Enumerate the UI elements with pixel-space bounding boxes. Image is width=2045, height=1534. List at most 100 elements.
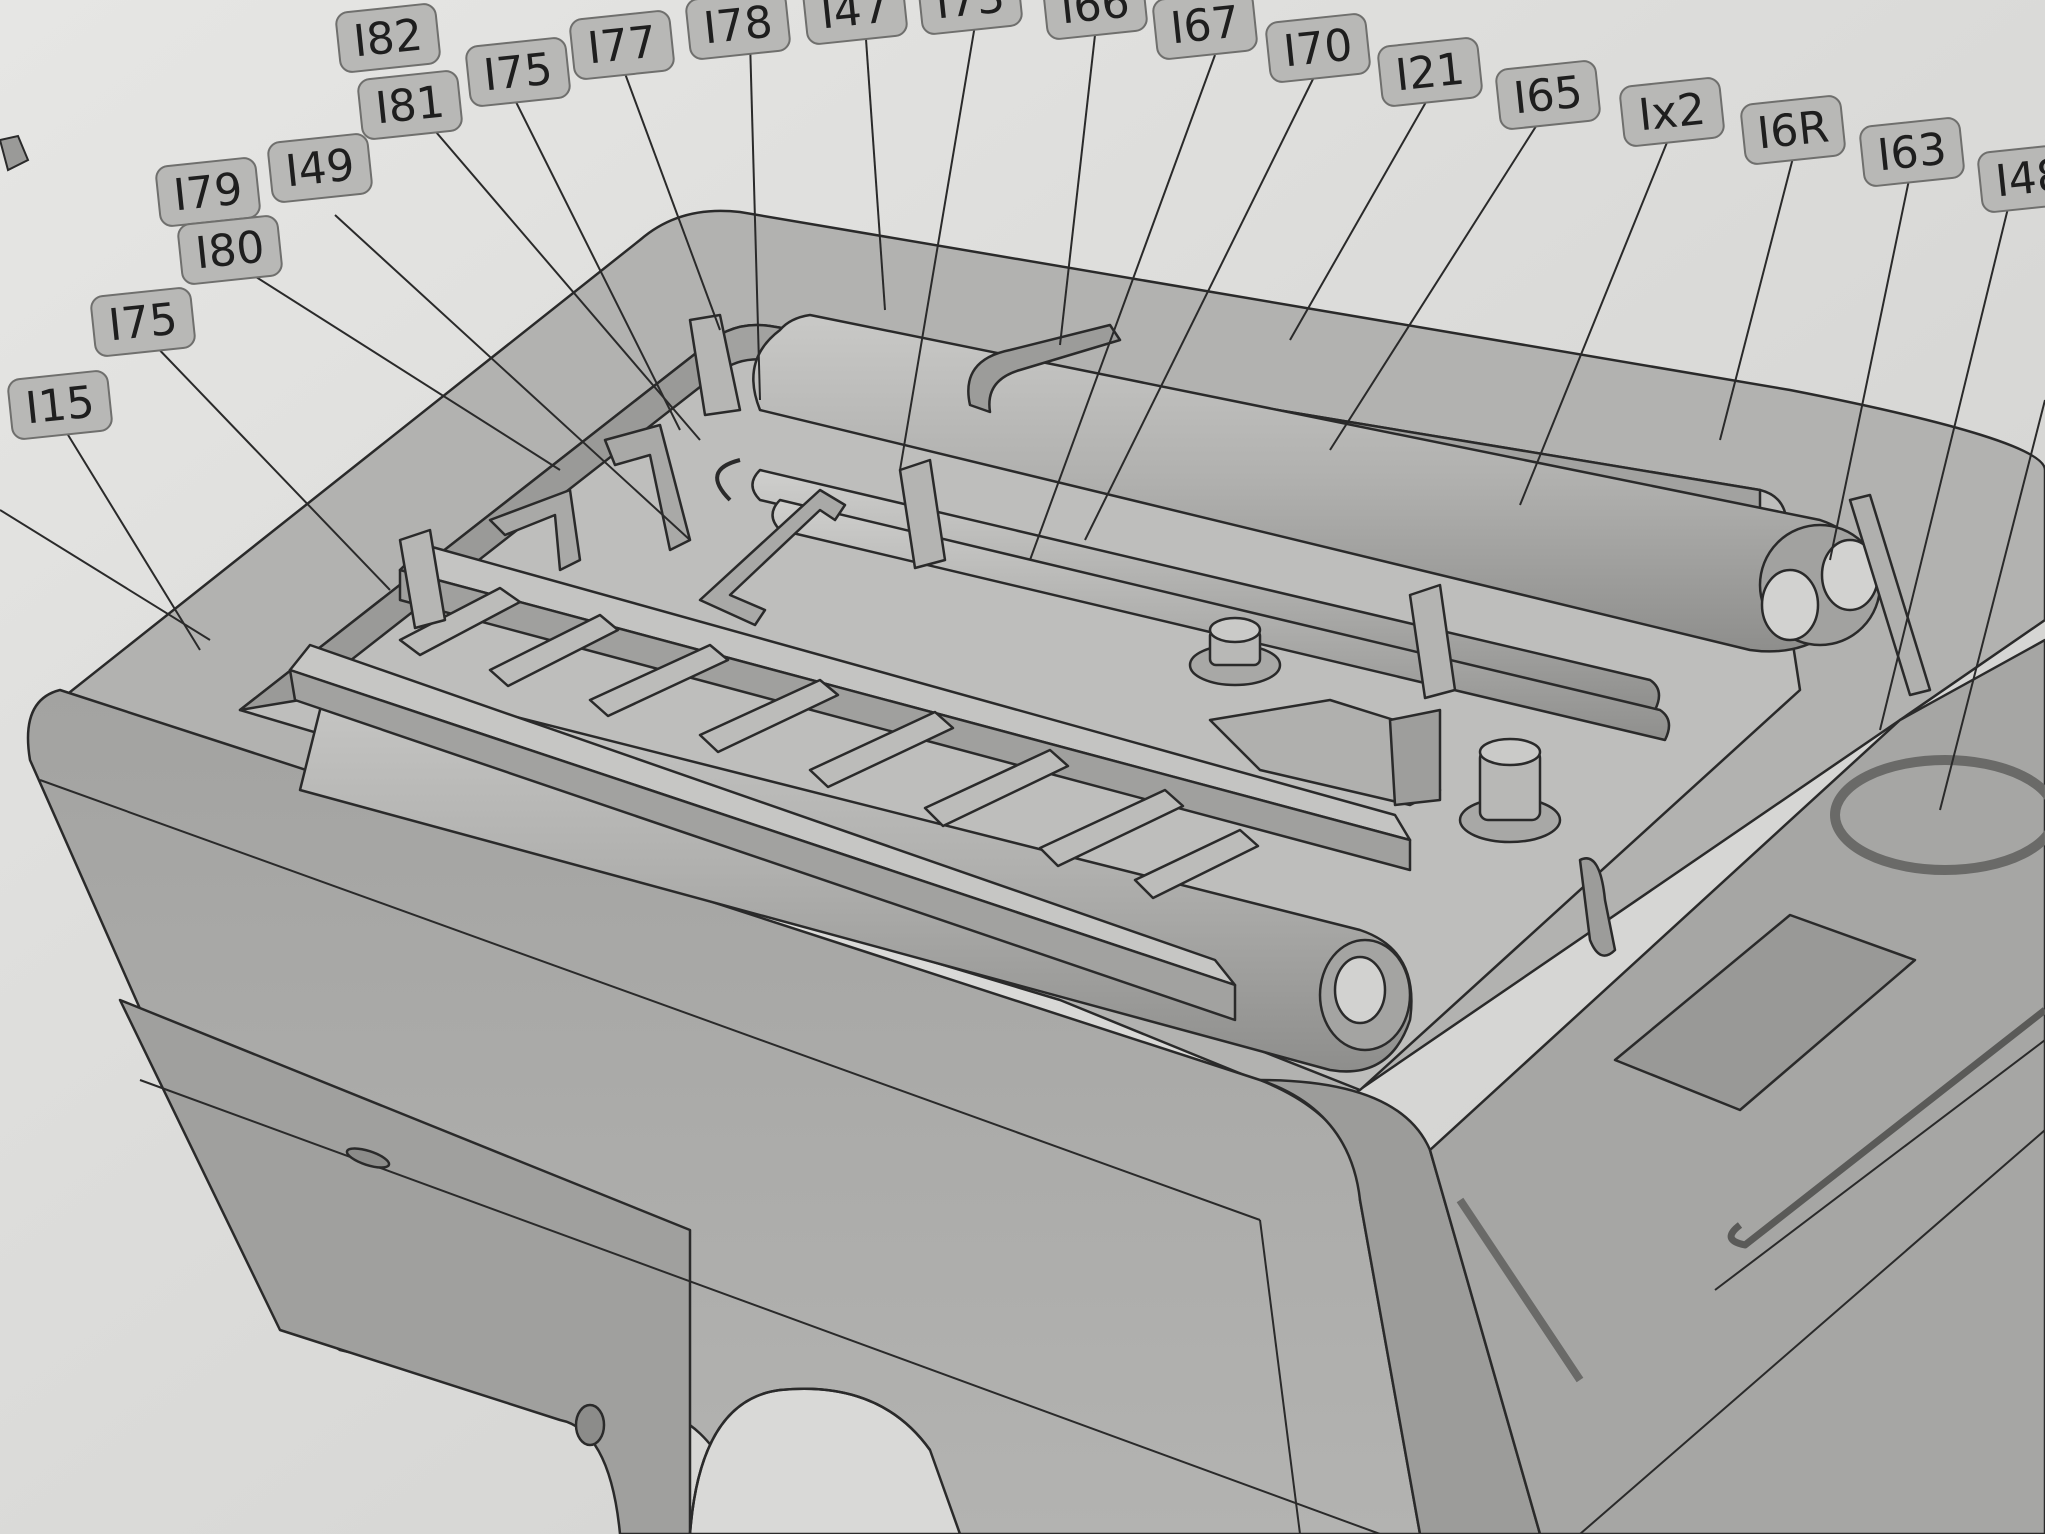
callout-tag-text: I15 xyxy=(23,377,97,435)
callout-tag-text: I21 xyxy=(1393,44,1467,102)
grab-handle xyxy=(1727,1007,2045,1249)
filler-cap-lower-top xyxy=(1478,737,1542,767)
callout-tag-text: I65 xyxy=(1511,67,1585,125)
callout-tag: I48 xyxy=(1977,143,2045,213)
callout-tag-text: I67 xyxy=(1168,0,1242,54)
front-tank-hole xyxy=(1333,955,1387,1025)
floor-slot xyxy=(1578,857,1617,957)
callout-tag-box xyxy=(1265,13,1371,83)
partial-part-top-left xyxy=(0,134,30,172)
callout-tag: I75 xyxy=(90,287,196,357)
ladder-rung-7 xyxy=(1038,788,1185,868)
pump-box xyxy=(1388,708,1442,807)
callout-tag-box xyxy=(1740,95,1846,165)
callout-tag-text: I6R xyxy=(1755,101,1831,159)
callout-tag-text: I75 xyxy=(106,294,180,352)
callout-tag-text: I47 xyxy=(818,0,892,39)
ladder-rung-8 xyxy=(1133,828,1260,900)
callout-tag-text: I63 xyxy=(1875,124,1949,182)
tank-support-post xyxy=(1848,493,1932,697)
callout-tag: Ix2 xyxy=(1619,77,1725,147)
callout-tag: I78 xyxy=(685,0,791,60)
callout-tag-box xyxy=(90,287,196,357)
filler-cap-upper-top xyxy=(1208,616,1262,644)
ladder-rail-front-side xyxy=(288,668,1237,1022)
panel-slot xyxy=(345,1147,391,1169)
bracket-frame-2 xyxy=(603,423,692,552)
side-handle xyxy=(1456,1197,1584,1383)
callout-tag: I47 xyxy=(802,0,908,45)
ladder-rung-3 xyxy=(588,643,730,718)
callout-tag-text: I49 xyxy=(283,140,357,198)
callout-tag-box xyxy=(1042,0,1148,40)
callout-tag: I82 xyxy=(335,3,441,73)
callout-tag-text: I79 xyxy=(171,164,245,222)
ladder-rung-6 xyxy=(923,748,1070,828)
cab-frame-line-2 xyxy=(1579,1129,2045,1534)
panel-seam xyxy=(1259,1219,1301,1534)
callout-tag: I81 xyxy=(357,70,463,140)
callout-tag: I21 xyxy=(1377,37,1483,107)
tank-strap xyxy=(967,323,1122,414)
callout-tag-box xyxy=(1495,60,1601,130)
vent-ring xyxy=(1830,755,2045,875)
callout-tag-text: I75 xyxy=(481,44,555,102)
callout-tag-box xyxy=(465,37,571,107)
callout-tag-text: I77 xyxy=(585,17,659,75)
callout-tag-box xyxy=(1859,117,1965,187)
cab-frame-line xyxy=(1714,1039,2045,1291)
callout-tag-box xyxy=(1377,37,1483,107)
callout-tag-box xyxy=(569,10,675,80)
callout-tag: I49 xyxy=(267,133,373,203)
panel-crease-upper xyxy=(39,779,1261,1221)
callout-tag: I75 xyxy=(465,37,571,107)
ladder-rung-4 xyxy=(698,678,840,754)
callout-tag-box xyxy=(1619,77,1725,147)
callout-tag: I73 xyxy=(917,0,1023,35)
callout-tag-text: I81 xyxy=(373,77,447,135)
callout-tag: I15 xyxy=(7,370,113,440)
callout-tag-box xyxy=(1977,143,2045,213)
callout-tag: I66 xyxy=(1042,0,1148,40)
bracket-frame-3 xyxy=(698,488,847,627)
callout-tag-box xyxy=(177,215,283,285)
callout-tag-text: I78 xyxy=(701,0,775,54)
bracket-frame-1 xyxy=(488,488,582,572)
tank-hole-1 xyxy=(1760,568,1820,642)
bracket-post-2 xyxy=(398,528,447,630)
callout-tag: I67 xyxy=(1152,0,1258,60)
callout-tag-text: Ix2 xyxy=(1636,84,1708,142)
callout-tag-box xyxy=(335,3,441,73)
callout-tag-text: I82 xyxy=(351,10,425,68)
callout-tag: I65 xyxy=(1495,60,1601,130)
callout-tag-text: I70 xyxy=(1281,20,1355,78)
pipe-clamp-right xyxy=(1408,583,1457,700)
ladder-rung-2 xyxy=(488,613,620,688)
callout-tag: I70 xyxy=(1265,13,1371,83)
callout-tag: I79 xyxy=(155,157,261,227)
panel-crease-lower xyxy=(139,1079,1381,1534)
cab-panel-plate xyxy=(1613,913,1917,1112)
callout-tag: I63 xyxy=(1859,117,1965,187)
ladder-rung-5 xyxy=(808,710,955,789)
callout-tag: I77 xyxy=(569,10,675,80)
callout-tag: I80 xyxy=(177,215,283,285)
bracket-post-1 xyxy=(688,313,742,417)
callout-tag-box xyxy=(685,0,791,60)
ladder-rung-1 xyxy=(398,586,522,657)
callout-tag-text: I80 xyxy=(193,222,267,280)
front-corner xyxy=(1258,1078,1542,1534)
callout-tag: I6R xyxy=(1740,95,1846,165)
callout-tag-box xyxy=(917,0,1023,35)
hook xyxy=(715,458,741,502)
callout-tag-box xyxy=(357,70,463,140)
callout-tag-box xyxy=(802,0,908,45)
callout-tag-box xyxy=(1152,0,1258,60)
pipe-clamp-left xyxy=(898,458,947,570)
callout-tag-box xyxy=(7,370,113,440)
ladder xyxy=(288,543,1412,1022)
panel-hole xyxy=(574,1403,606,1447)
